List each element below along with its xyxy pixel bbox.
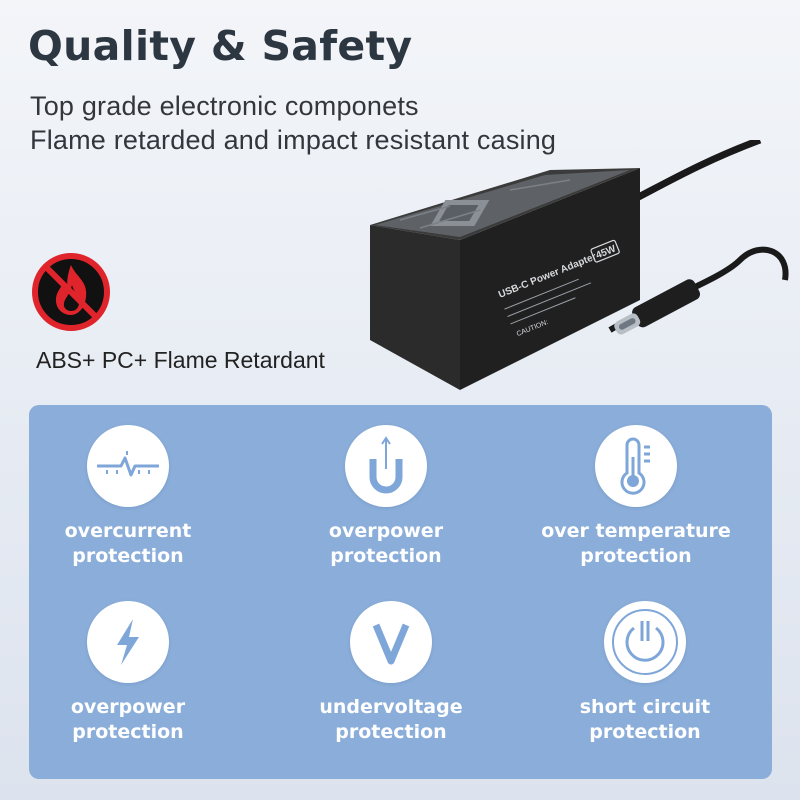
page-title: Quality & Safety (28, 22, 413, 70)
magnet-icon (345, 425, 427, 507)
feature-label-line2: protection (330, 545, 442, 567)
material-label: ABS+ PC+ Flame Retardant (36, 347, 325, 373)
feature-label-line2: protection (580, 545, 692, 567)
feature-label-line1: undervoltage (319, 696, 463, 718)
feature-label-line2: protection (335, 721, 447, 743)
feature-label-line1: short circuit (579, 696, 711, 718)
feature-label-line1: overpower (70, 696, 186, 718)
feature-undervoltage: undervoltage protection (271, 601, 511, 745)
subtitle-line-2: Flame retarded and impact resistant casi… (30, 125, 557, 155)
feature-label-line1: overpower (328, 520, 444, 542)
feature-label-line1: overcurrent (64, 520, 192, 542)
feature-short-circuit: short circuit protection (525, 601, 765, 745)
feature-label-line2: protection (72, 721, 184, 743)
letter-v-icon (350, 601, 432, 683)
feature-label-line2: protection (72, 545, 184, 567)
no-fire-icon (30, 251, 112, 333)
thermometer-icon (595, 425, 677, 507)
subtitle-line-1: Top grade electronic componets (30, 91, 419, 121)
feature-label-line2: protection (589, 721, 701, 743)
feature-over-temperature: over temperature protection (516, 425, 756, 569)
power-icon (604, 601, 686, 683)
feature-label-line1: over temperature (541, 520, 731, 542)
lightning-icon (87, 601, 169, 683)
current-pulse-icon (87, 425, 169, 507)
feature-overpower-1: overpower protection (266, 425, 506, 569)
feature-overcurrent: overcurrent protection (8, 425, 248, 569)
power-adapter-image: USB-C Power Adapter 45W CAUTION: (340, 136, 800, 400)
protection-features-panel: overcurrent protection overpower protect… (29, 405, 772, 779)
feature-overpower-2: overpower protection (8, 601, 248, 745)
